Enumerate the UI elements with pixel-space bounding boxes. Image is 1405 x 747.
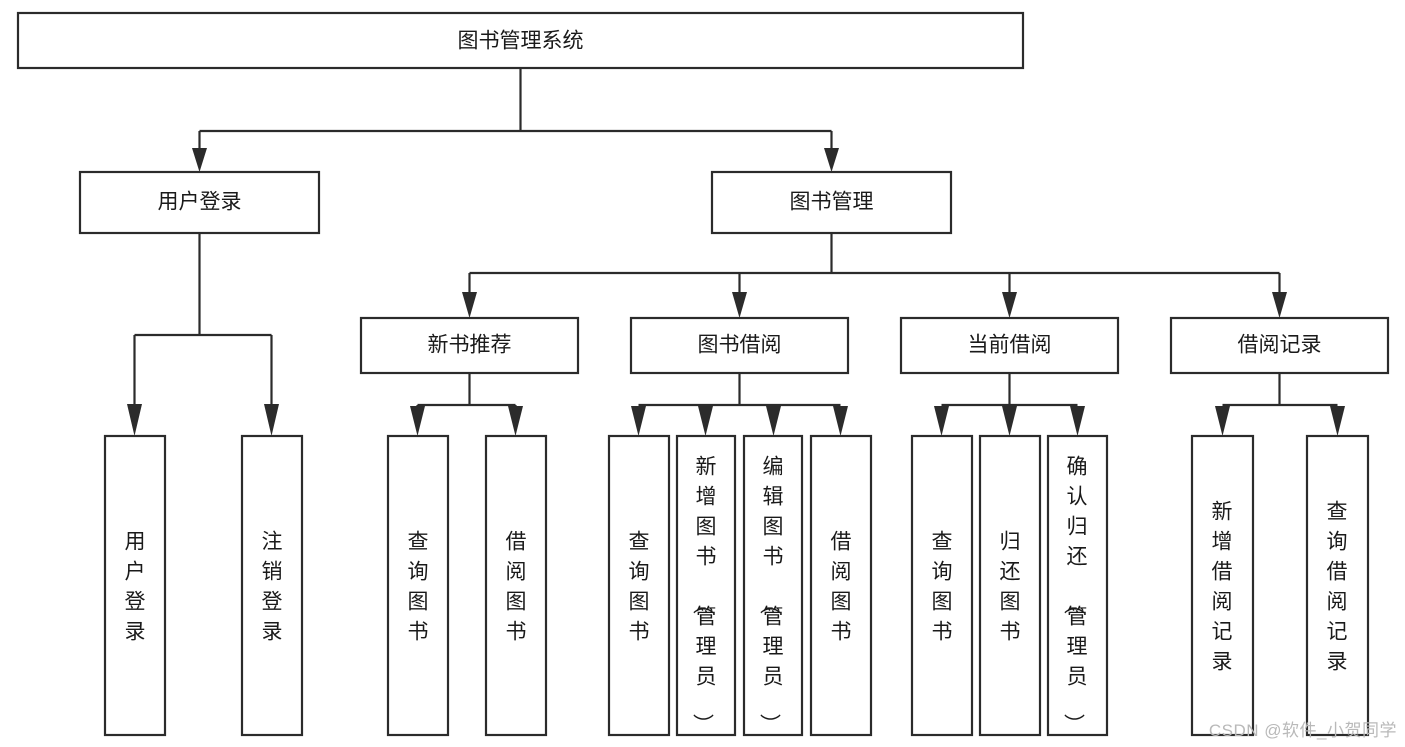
arrow-recommend-leaf-1: [410, 406, 425, 436]
arrow-user-login-leaf-2: [264, 404, 279, 436]
leaf-record-query-label: 查询借阅记录: [1327, 500, 1348, 673]
node-book-manage-box[interactable]: [710, 170, 953, 235]
leaf-record-query-box[interactable]: [1305, 434, 1370, 737]
leaf-borrow-edit-book[interactable]: 编辑图书（管理员）: [742, 434, 804, 737]
arrow-to-book-manage: [824, 148, 839, 172]
leaf-recommend-borrow-book-box[interactable]: [484, 434, 548, 737]
leaf-borrow-add-book[interactable]: 新增图书（管理员）: [675, 434, 737, 737]
leaf-borrow-borrow-book-label: 借阅图书: [831, 530, 852, 643]
node-root[interactable]: 图书管理系统: [16, 11, 1025, 70]
csdn-watermark: CSDN @软件_小贺同学: [1208, 721, 1397, 740]
leaf-user-login-label: 用户登录: [125, 530, 146, 643]
arrow-level3-3: [1002, 292, 1017, 318]
leaf-borrow-borrow-book-box[interactable]: [809, 434, 873, 737]
leaf-borrow-query-book-box[interactable]: [607, 434, 671, 737]
arrow-user-login-leaf-1: [127, 404, 142, 436]
node-book-manage-label: 图书管理: [790, 191, 874, 214]
leaf-current-confirm-return[interactable]: 确认归还（管理员）: [1046, 434, 1109, 737]
node-borrow-record-box[interactable]: [1169, 316, 1390, 375]
leaf-recommend-query-book-label: 查询图书: [408, 530, 429, 643]
arrow-record-leaf-1: [1215, 406, 1230, 436]
arrow-record-leaf-2: [1330, 406, 1345, 436]
node-book-borrow-label: 图书借阅: [698, 334, 782, 357]
leaf-recommend-borrow-book[interactable]: 借阅图书: [484, 434, 548, 737]
leaf-user-login[interactable]: 用户登录: [103, 434, 167, 737]
arrow-level3-2: [732, 292, 747, 318]
node-borrow-record[interactable]: 借阅记录: [1169, 316, 1390, 375]
leaf-current-confirm-return-label: 确认归还（管理员）: [1062, 455, 1088, 734]
node-new-book-recommend-box[interactable]: [359, 316, 580, 375]
arrow-level3-1: [462, 292, 477, 318]
arrow-level3-4: [1272, 292, 1287, 318]
arrow-current-leaf-2: [1002, 406, 1017, 436]
node-borrow-record-label: 借阅记录: [1238, 334, 1322, 357]
leaf-borrow-add-book-box[interactable]: [675, 434, 737, 737]
leaf-recommend-borrow-book-label: 借阅图书: [506, 530, 527, 643]
node-user-login[interactable]: 用户登录: [78, 170, 321, 235]
node-user-login-box[interactable]: [78, 170, 321, 235]
leaf-record-add-label: 新增借阅记录: [1212, 500, 1233, 673]
node-current-borrow[interactable]: 当前借阅: [899, 316, 1120, 375]
leaf-record-add[interactable]: 新增借阅记录: [1190, 434, 1255, 737]
leaf-borrow-query-book[interactable]: 查询图书: [607, 434, 671, 737]
leaf-borrow-add-book-label: 新增图书（管理员）: [691, 455, 717, 734]
node-book-borrow[interactable]: 图书借阅: [629, 316, 850, 375]
arrow-recommend-leaf-2: [508, 406, 523, 436]
leaf-current-return-book[interactable]: 归还图书: [978, 434, 1042, 737]
node-root-label: 图书管理系统: [458, 30, 584, 53]
leaf-borrow-borrow-book[interactable]: 借阅图书: [809, 434, 873, 737]
node-user-login-label: 用户登录: [158, 191, 242, 214]
leaf-borrow-edit-book-label: 编辑图书（管理员）: [758, 455, 784, 734]
leaf-record-query[interactable]: 查询借阅记录: [1305, 434, 1370, 737]
leaf-recommend-query-book[interactable]: 查询图书: [386, 434, 450, 737]
node-book-borrow-box[interactable]: [629, 316, 850, 375]
leaf-logout-box[interactable]: [240, 434, 304, 737]
node-current-borrow-box[interactable]: [899, 316, 1120, 375]
leaf-borrow-edit-book-box[interactable]: [742, 434, 804, 737]
leaf-current-confirm-return-box[interactable]: [1046, 434, 1109, 737]
connector-layer: [127, 68, 1345, 436]
leaf-current-query-book-box[interactable]: [910, 434, 974, 737]
leaf-recommend-query-book-box[interactable]: [386, 434, 450, 737]
leaf-logout-label: 注销登录: [262, 530, 283, 643]
node-new-book-recommend-label: 新书推荐: [428, 334, 512, 357]
leaf-current-query-book[interactable]: 查询图书: [910, 434, 974, 737]
leaf-current-query-book-label: 查询图书: [932, 530, 953, 643]
node-current-borrow-label: 当前借阅: [968, 334, 1052, 357]
leaf-record-add-box[interactable]: [1190, 434, 1255, 737]
node-new-book-recommend[interactable]: 新书推荐: [359, 316, 580, 375]
arrow-to-user-login: [192, 148, 207, 172]
leaf-borrow-query-book-label: 查询图书: [629, 530, 650, 643]
leaf-user-login-box[interactable]: [103, 434, 167, 737]
arrow-current-leaf-3: [1070, 406, 1085, 436]
arrow-borrow-leaf-1: [631, 406, 646, 436]
leaf-current-return-book-box[interactable]: [978, 434, 1042, 737]
arrow-borrow-leaf-2: [698, 406, 713, 436]
arrow-current-leaf-1: [934, 406, 949, 436]
node-root-box[interactable]: [16, 11, 1025, 70]
leaf-logout[interactable]: 注销登录: [240, 434, 304, 737]
leaf-current-return-book-label: 归还图书: [1000, 530, 1021, 643]
arrow-borrow-leaf-3: [766, 406, 781, 436]
node-book-manage[interactable]: 图书管理: [710, 170, 953, 235]
arrow-borrow-leaf-4: [833, 406, 848, 436]
